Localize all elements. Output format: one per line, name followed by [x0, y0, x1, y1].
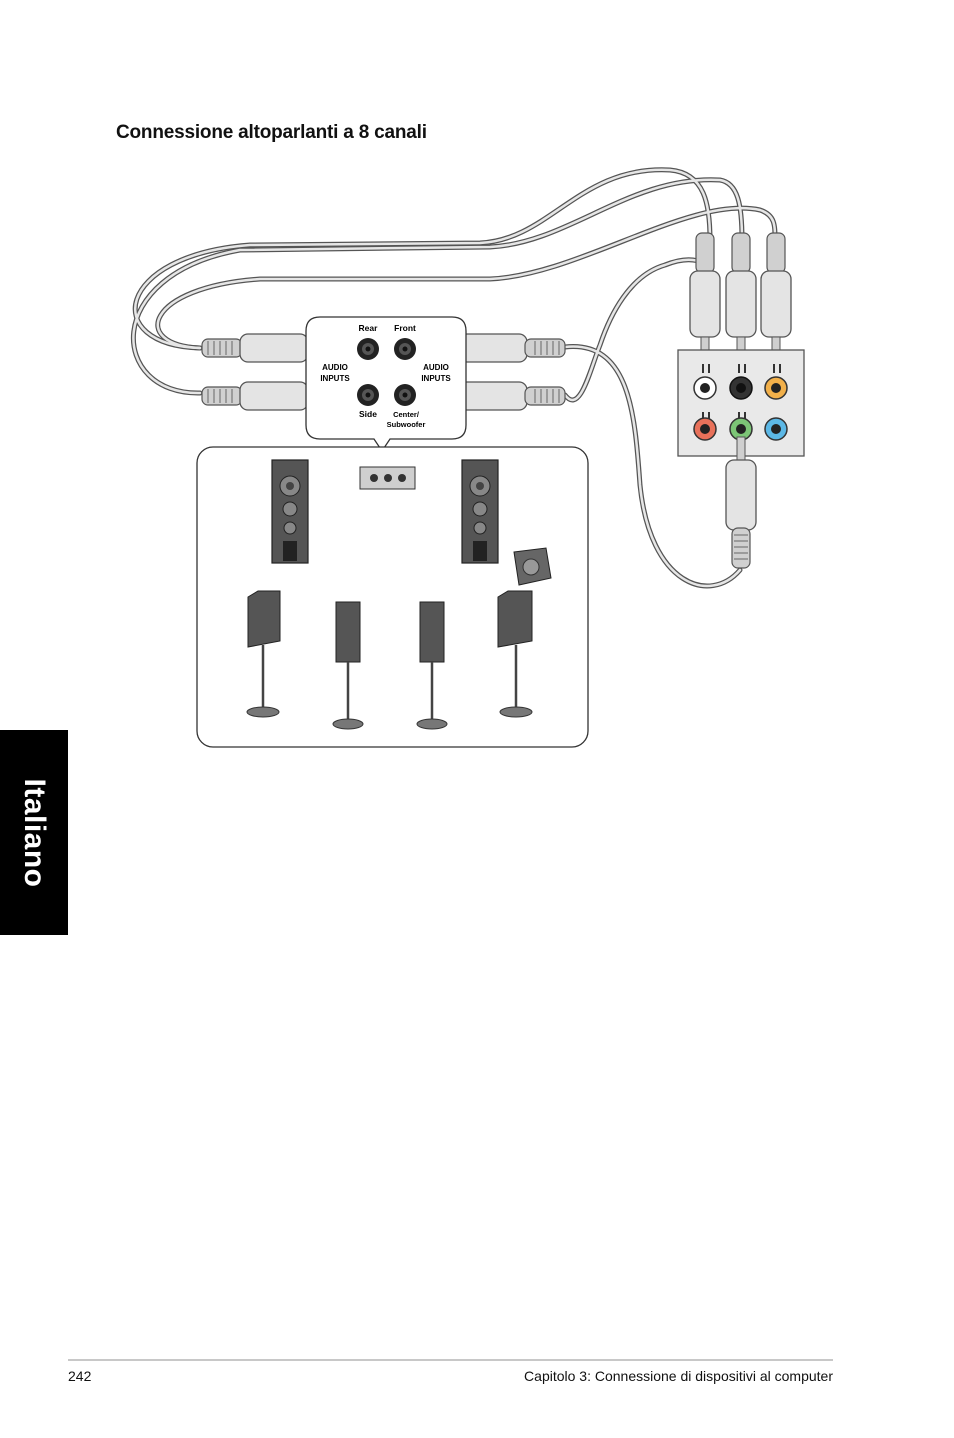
audio-input-panel: Rear Front AUDIO INPUTS AUDIO INPUTS Sid…: [305, 316, 467, 453]
jack-row-top: [693, 376, 788, 400]
language-tab: Italiano: [0, 730, 68, 935]
subwoofer: [513, 547, 552, 586]
tower-speaker-right: [461, 459, 499, 564]
line-icons: [702, 364, 781, 421]
rear-label: Rear: [359, 323, 379, 333]
audio-inputs-right-line1: AUDIO: [423, 363, 449, 372]
plug-vertical-3: [760, 232, 792, 360]
satellite-speaker-1: [246, 590, 281, 718]
plug-vertical-1: [689, 232, 721, 360]
jack-row-bottom: [693, 417, 788, 441]
satellite-speaker-2: [332, 601, 364, 730]
satellite-speaker-3: [416, 601, 448, 730]
center-label-line1: Center/: [393, 410, 420, 419]
chapter-title: Capitolo 3: Connessione di dispositivi a…: [524, 1368, 833, 1384]
control-unit: [359, 466, 416, 490]
satellite-speaker-4: [497, 590, 533, 718]
footer-rule: [68, 1359, 833, 1361]
section-heading: Connessione altoparlanti a 8 canali: [116, 122, 427, 143]
left-plugs: [201, 333, 331, 411]
audio-cables: [130, 167, 778, 589]
plug-vertical-2: [725, 232, 757, 360]
tower-speaker-left: [271, 459, 309, 564]
panel-jacks: [357, 338, 416, 406]
speaker-system: [196, 446, 589, 748]
plug-left-bottom: [201, 381, 331, 411]
language-tab-label: Italiano: [18, 777, 51, 888]
audio-inputs-left-line1: AUDIO: [322, 363, 348, 372]
front-label: Front: [394, 323, 416, 333]
page-number: 242: [68, 1368, 92, 1384]
plug-green-jack: [725, 436, 757, 569]
side-label: Side: [359, 409, 377, 419]
audio-inputs-left-line2: INPUTS: [320, 374, 350, 383]
computer-audio-panel: [677, 349, 805, 457]
vertical-plugs: [689, 232, 792, 360]
audio-inputs-right-line2: INPUTS: [421, 374, 451, 383]
speaker-connection-diagram: Rear Front AUDIO INPUTS AUDIO INPUTS Sid…: [130, 167, 805, 748]
center-label-line2: Subwoofer: [387, 420, 426, 429]
